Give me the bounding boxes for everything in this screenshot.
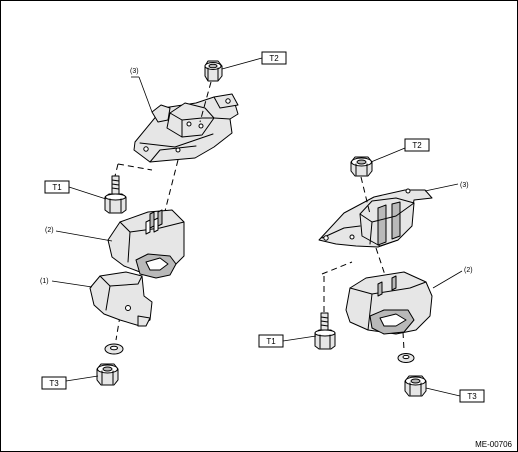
- left-torque-t3: T3: [49, 379, 59, 388]
- right-torque-box-t3: [459, 389, 485, 403]
- left-torque-box-t3: [41, 376, 67, 390]
- right-torque-t1: T1: [266, 337, 276, 346]
- right-washer: [397, 353, 415, 363]
- figure-code: ME-00706: [475, 440, 512, 449]
- left-upper-bracket: [133, 93, 239, 163]
- left-callout-1: (1): [40, 278, 49, 285]
- right-torque-box-t1: [258, 334, 284, 348]
- left-torque-t2: T2: [269, 54, 279, 63]
- right-bolt-t1: [314, 312, 336, 350]
- right-callout-2: (2): [464, 267, 473, 274]
- left-callout-2: (2): [45, 227, 54, 234]
- left-washer: [104, 343, 124, 355]
- right-upper-bracket: [318, 188, 433, 248]
- left-torque-box-t1: [44, 180, 70, 194]
- right-nut-t3: [404, 375, 427, 397]
- left-bolt-t1: [104, 175, 127, 214]
- right-torque-t3: T3: [467, 392, 477, 401]
- left-torque-t1: T1: [52, 183, 62, 192]
- left-top-nut: [204, 60, 223, 82]
- right-callout-3: (3): [460, 182, 469, 189]
- right-torque-t2: T2: [412, 141, 422, 150]
- right-top-nut: [350, 156, 373, 177]
- right-mount-cushion: [345, 271, 433, 335]
- left-callout-3: (3): [130, 68, 139, 75]
- left-torque-box-t2: [261, 51, 287, 65]
- left-nut-t3: [96, 363, 119, 386]
- right-torque-box-t2: [404, 138, 430, 152]
- left-mount-cushion: [107, 209, 185, 279]
- left-lower-bracket: [89, 271, 153, 327]
